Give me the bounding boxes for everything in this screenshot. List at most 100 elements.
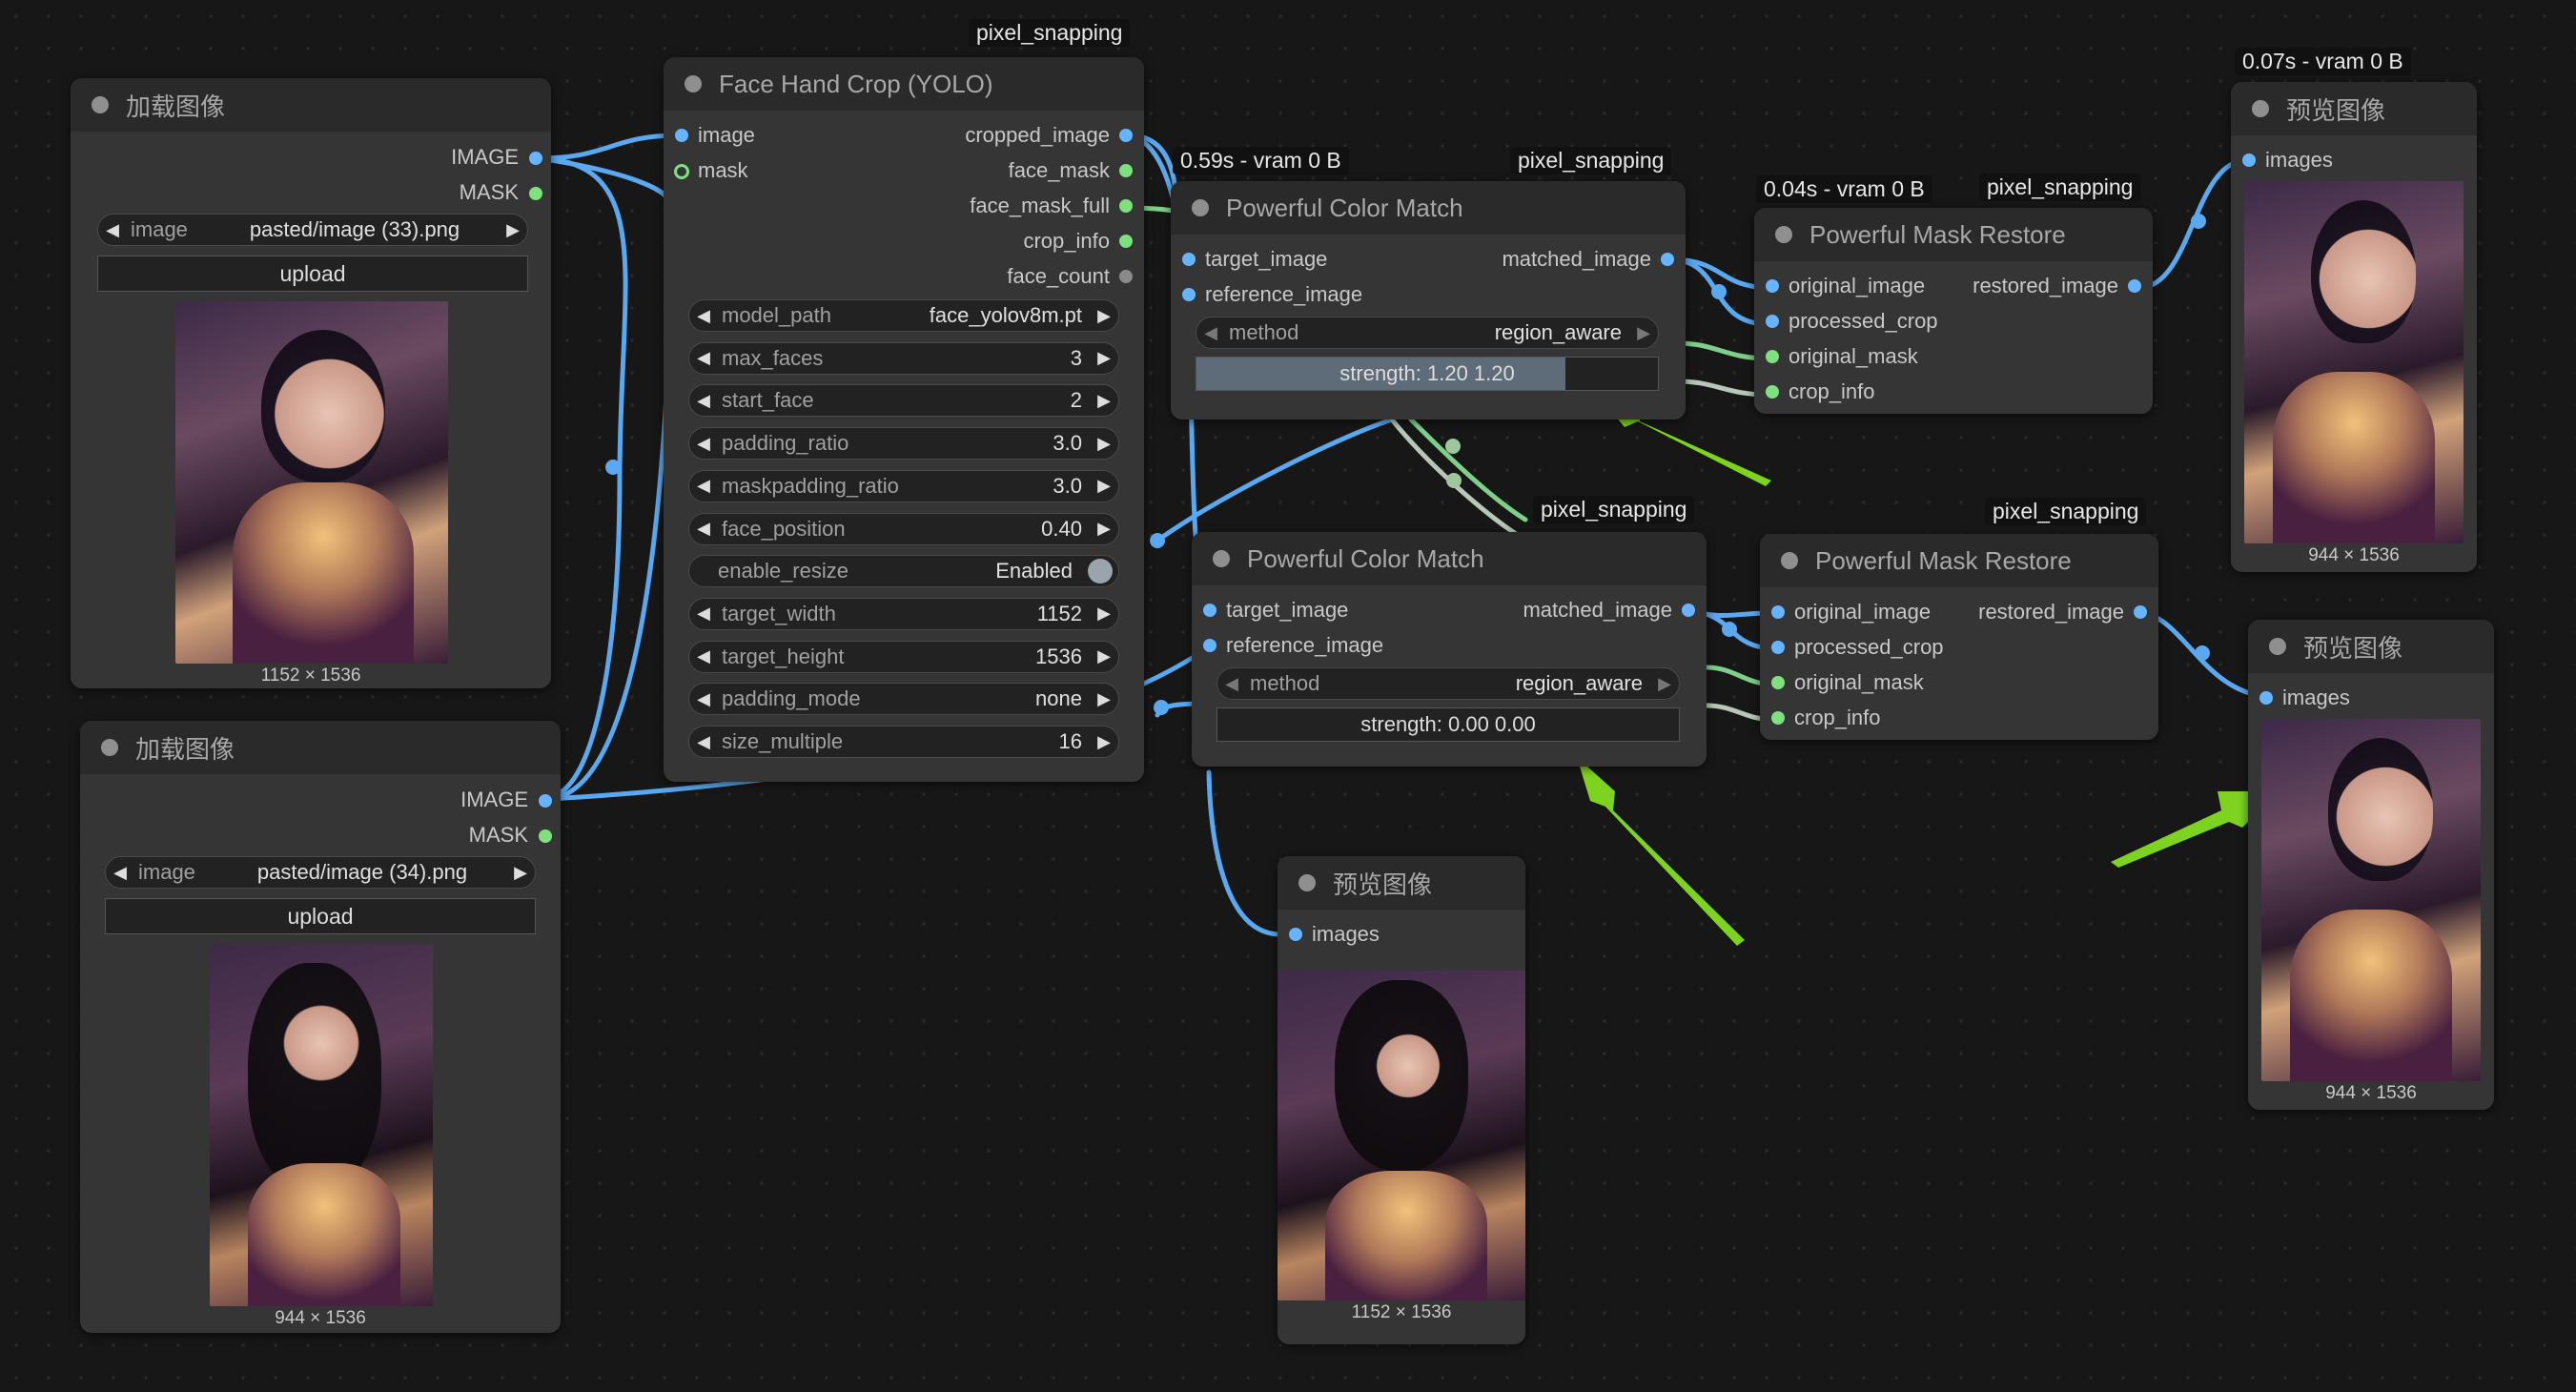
arrow-right-icon[interactable]: ▶ — [1097, 646, 1111, 666]
output-mask[interactable]: MASK — [468, 823, 528, 847]
output-face-mask[interactable]: face_mask — [1008, 158, 1110, 182]
method-select[interactable]: ◀ method region_aware ▶ — [1196, 317, 1659, 349]
arrow-right-icon[interactable]: ▶ — [1097, 604, 1111, 624]
input-processed-crop[interactable]: processed_crop — [1794, 635, 1944, 659]
arrow-left-icon[interactable]: ◀ — [697, 348, 710, 368]
input-images[interactable]: images — [1312, 922, 1380, 946]
load-image-node-1[interactable]: 加载图像 IMAGE MASK ◀ image pasted/image (33… — [71, 78, 551, 688]
method-select[interactable]: ◀ method region_aware ▶ — [1216, 667, 1680, 700]
arrow-left-icon[interactable]: ◀ — [106, 219, 119, 239]
input-image-pin[interactable] — [675, 129, 688, 142]
output-face-mask-full[interactable]: face_mask_full — [970, 194, 1110, 217]
arrow-right-icon[interactable]: ▶ — [1097, 688, 1111, 708]
input-original-mask[interactable]: original_mask — [1789, 344, 1918, 368]
output-pin[interactable] — [1119, 270, 1133, 283]
collapse-dot-icon[interactable] — [2269, 638, 2286, 655]
input-images[interactable]: images — [2282, 686, 2350, 709]
node-title[interactable]: 加载图像 — [80, 721, 561, 774]
node-title[interactable]: Powerful Mask Restore — [1760, 534, 2158, 587]
output-image[interactable]: IMAGE — [451, 145, 519, 169]
node-title[interactable]: Powerful Color Match — [1192, 532, 1707, 585]
preview-image-node-2[interactable]: 预览图像 images 944 × 1536 — [2248, 620, 2494, 1110]
output-pin[interactable] — [2134, 605, 2147, 619]
output-crop-info[interactable]: crop_info — [1023, 229, 1110, 253]
arrow-left-icon[interactable]: ◀ — [697, 731, 710, 751]
output-mask-pin[interactable] — [529, 187, 542, 200]
node-title[interactable]: 加载图像 — [71, 78, 551, 132]
collapse-dot-icon[interactable] — [92, 96, 109, 113]
arrow-right-icon[interactable]: ▶ — [1097, 519, 1111, 538]
arrow-left-icon[interactable]: ◀ — [113, 862, 127, 882]
node-title[interactable]: Powerful Mask Restore — [1754, 208, 2153, 261]
arrow-right-icon[interactable]: ▶ — [514, 862, 527, 882]
output-face-count[interactable]: face_count — [1007, 264, 1110, 288]
input-pin[interactable] — [2242, 154, 2256, 167]
node-title[interactable]: 预览图像 — [2248, 620, 2494, 673]
arrow-right-icon[interactable]: ▶ — [1637, 322, 1650, 342]
collapse-dot-icon[interactable] — [1781, 552, 1798, 569]
input-original-image[interactable]: original_image — [1789, 274, 1926, 297]
output-image[interactable]: IMAGE — [460, 788, 528, 811]
input-pin[interactable] — [1203, 604, 1216, 617]
output-image-pin[interactable] — [539, 794, 552, 808]
input-images[interactable]: images — [2265, 148, 2333, 172]
input-pin[interactable] — [1289, 928, 1302, 941]
input-image[interactable]: image — [698, 123, 755, 147]
arrow-right-icon[interactable]: ▶ — [1097, 476, 1111, 496]
arrow-left-icon[interactable]: ◀ — [697, 390, 710, 410]
strength-slider[interactable]: strength: 1.20 1.20 — [1196, 357, 1659, 391]
arrow-right-icon[interactable]: ▶ — [1097, 433, 1111, 453]
input-target-image[interactable]: target_image — [1226, 598, 1349, 622]
output-cropped-image[interactable]: cropped_image — [965, 123, 1110, 147]
mask-restore-node-1[interactable]: Powerful Mask Restore original_image pro… — [1754, 208, 2153, 414]
strength-slider[interactable]: strength: 0.00 0.00 — [1216, 707, 1680, 742]
output-pin[interactable] — [1119, 199, 1133, 213]
mask-restore-node-2[interactable]: Powerful Mask Restore original_image pro… — [1760, 534, 2158, 740]
arrow-right-icon[interactable]: ▶ — [1658, 673, 1671, 693]
input-pin[interactable] — [1771, 676, 1785, 689]
input-mask[interactable]: mask — [698, 158, 748, 182]
node-title[interactable]: Face Hand Crop (YOLO) — [664, 57, 1144, 111]
collapse-dot-icon[interactable] — [101, 739, 118, 756]
collapse-dot-icon[interactable] — [1775, 226, 1792, 243]
arrow-right-icon[interactable]: ▶ — [1097, 348, 1111, 368]
upload-button[interactable]: upload — [105, 898, 536, 934]
color-match-node-1[interactable]: Powerful Color Match target_image refere… — [1171, 181, 1686, 420]
input-crop-info[interactable]: crop_info — [1789, 379, 1875, 403]
input-original-image[interactable]: original_image — [1794, 600, 1932, 624]
input-pin[interactable] — [1766, 385, 1779, 399]
output-pin[interactable] — [1119, 129, 1133, 142]
collapse-dot-icon[interactable] — [1213, 550, 1230, 567]
input-pin[interactable] — [1766, 350, 1779, 363]
input-original-mask[interactable]: original_mask — [1794, 670, 1924, 694]
input-pin[interactable] — [1771, 605, 1785, 619]
input-pin[interactable] — [1182, 253, 1196, 266]
color-match-node-2[interactable]: Powerful Color Match target_image refere… — [1192, 532, 1707, 767]
arrow-left-icon[interactable]: ◀ — [697, 519, 710, 538]
input-pin[interactable] — [1766, 315, 1779, 328]
arrow-left-icon[interactable]: ◀ — [697, 476, 710, 496]
output-pin[interactable] — [1661, 253, 1674, 266]
input-pin[interactable] — [2259, 691, 2273, 705]
node-title[interactable]: 预览图像 — [1278, 856, 1525, 910]
output-pin[interactable] — [2128, 279, 2141, 293]
arrow-left-icon[interactable]: ◀ — [697, 305, 710, 325]
input-pin[interactable] — [1203, 639, 1216, 652]
input-mask-pin[interactable] — [674, 164, 689, 179]
image-select[interactable]: ◀ image pasted/image (34).png ▶ — [105, 856, 536, 889]
arrow-left-icon[interactable]: ◀ — [697, 688, 710, 708]
input-processed-crop[interactable]: processed_crop — [1789, 309, 1938, 333]
output-mask[interactable]: MASK — [459, 180, 519, 204]
arrow-left-icon[interactable]: ◀ — [697, 646, 710, 666]
preview-image-node-1[interactable]: 预览图像 images 944 × 1536 — [2231, 82, 2477, 572]
